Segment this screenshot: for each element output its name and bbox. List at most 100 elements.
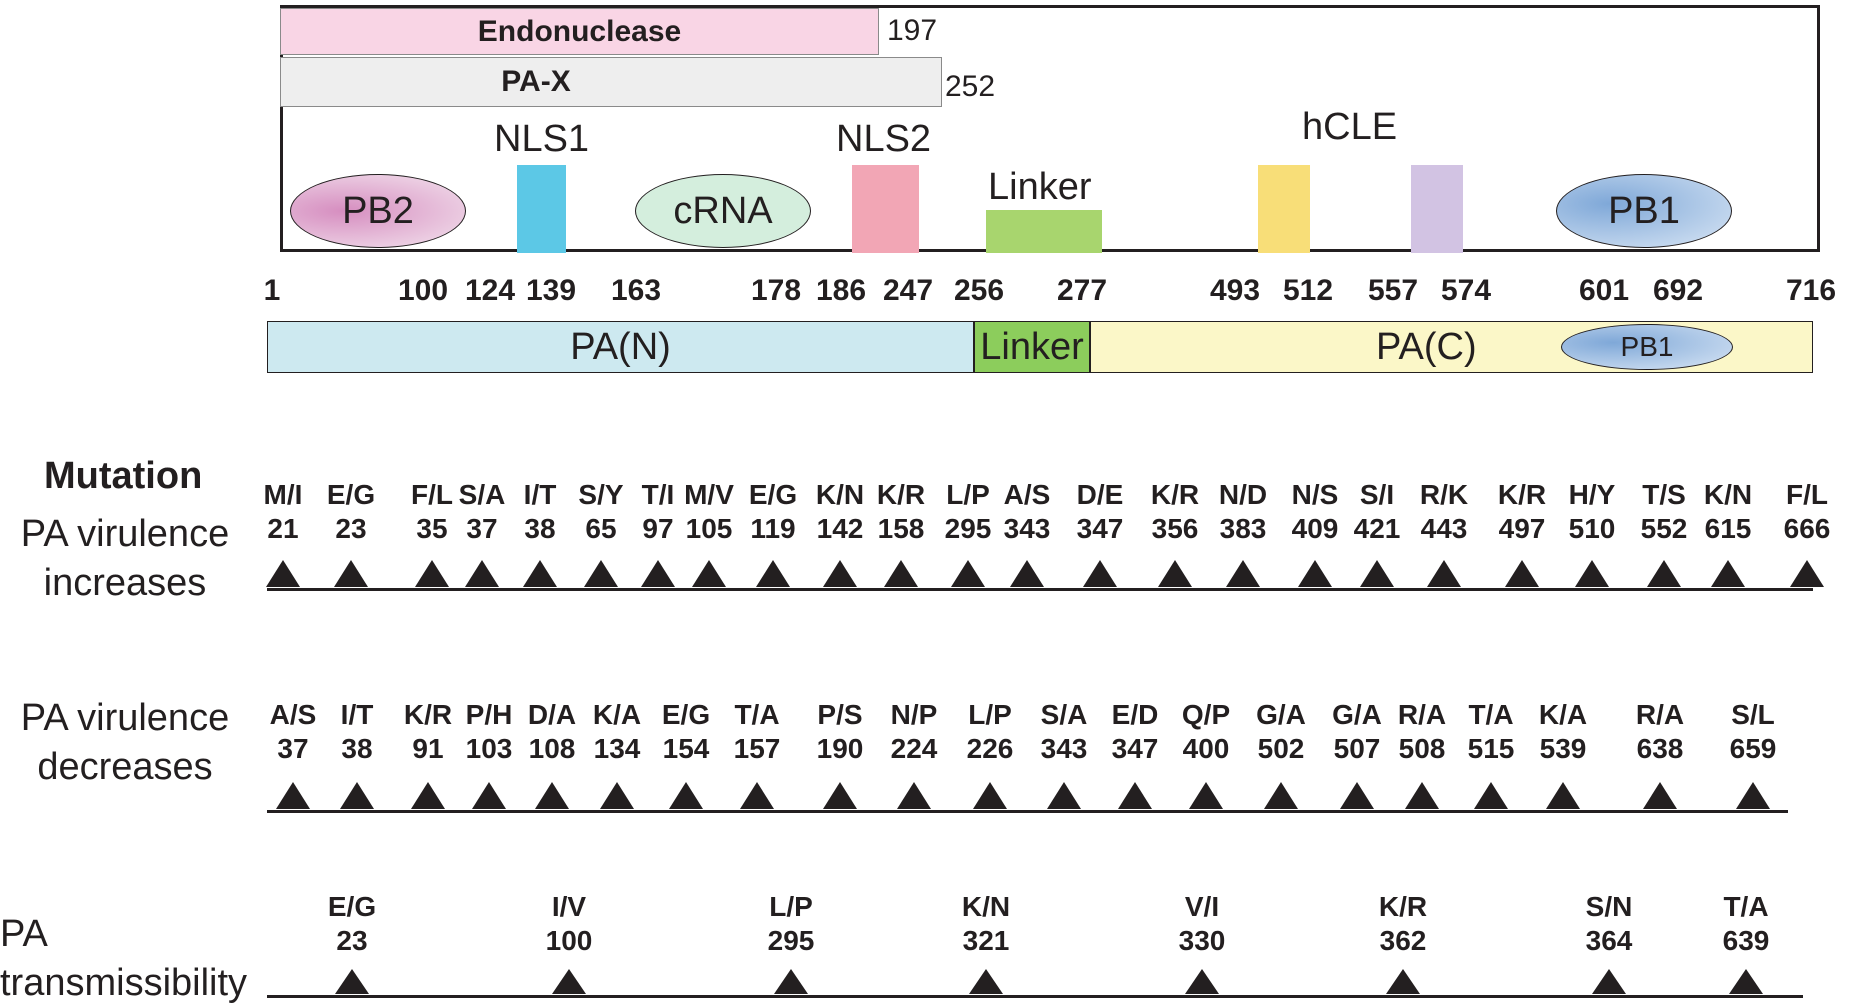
mutation-marker-triangle (1226, 560, 1260, 587)
linker-segment: Linker (974, 321, 1090, 373)
mutation-marker-triangle (1047, 782, 1081, 809)
mutation-marker-triangle (1386, 969, 1420, 994)
mutation-position: 134 (593, 732, 641, 764)
mutation-position: 108 (528, 732, 576, 764)
position-label: 247 (882, 274, 934, 307)
mutation-substitution: S/L (1731, 699, 1775, 730)
mutation-marker-triangle (1405, 782, 1439, 809)
position-label: 512 (1282, 274, 1334, 307)
mutation-marker-triangle (1185, 969, 1219, 994)
mutation-position: 37 (277, 732, 309, 764)
mutation-substitution: L/P (968, 699, 1012, 730)
mutation-marker-triangle (823, 560, 857, 587)
mutation-substitution: E/G (661, 699, 711, 730)
mutation-marker-triangle (897, 782, 931, 809)
mutation-substitution: K/N (815, 479, 865, 510)
row-label-transmissibility: PA transmissibility (0, 910, 247, 1007)
crna-label: cRNA (673, 189, 773, 232)
hcle-label: hCLE (1302, 106, 1398, 148)
mutation-position: 539 (1539, 732, 1587, 764)
mutation-substitution: I/T (523, 479, 557, 510)
mutation-substitution: M/I (263, 479, 303, 510)
row-label-line1: PA virulence (20, 513, 230, 555)
mutation-position: 639 (1722, 924, 1770, 956)
position-label: 1 (263, 274, 281, 307)
mutation-marker-triangle (523, 560, 557, 587)
nls1-block (517, 165, 566, 253)
pb1-bar-label: PB1 (1620, 331, 1674, 362)
mutation-position: 330 (1178, 924, 1226, 956)
mutation-substitution: F/L (1786, 479, 1828, 510)
mutation-position: 343 (1003, 512, 1051, 544)
mutation-substitution: K/R (1497, 479, 1547, 510)
mutation-position: 23 (336, 924, 368, 956)
mutation-position: 362 (1379, 924, 1427, 956)
mutation-position: 615 (1704, 512, 1752, 544)
mutation-substitution: V/I (1184, 891, 1220, 922)
mutation-marker-triangle (1158, 560, 1192, 587)
mutation-position: 97 (642, 512, 674, 544)
mutation-position: 347 (1111, 732, 1159, 764)
pa-n-label: PA(N) (570, 325, 671, 368)
mutation-position: 103 (465, 732, 513, 764)
mutation-substitution: G/A (1332, 699, 1382, 730)
mutation-position: 421 (1353, 512, 1401, 544)
mutation-substitution: E/G (327, 891, 377, 922)
mutation-marker-triangle (266, 560, 300, 587)
nls2-label: NLS2 (836, 118, 932, 160)
mutation-marker-triangle (1711, 560, 1745, 587)
mutation-position: 157 (733, 732, 781, 764)
crna-binding-ellipse: cRNA (635, 174, 811, 248)
mutation-position: 666 (1783, 512, 1831, 544)
mutation-substitution: A/S (1003, 479, 1051, 510)
mutation-marker-triangle (1189, 782, 1223, 809)
mutation-marker-triangle (1729, 969, 1763, 994)
mutation-substitution: K/N (1703, 479, 1753, 510)
mutation-position: 510 (1568, 512, 1616, 544)
mutation-marker-triangle (1118, 782, 1152, 809)
mutation-position: 100 (545, 924, 593, 956)
mutation-marker-triangle (669, 782, 703, 809)
mutation-substitution: T/A (1468, 699, 1514, 730)
pb1-label: PB1 (1608, 189, 1680, 232)
mutation-substitution: I/T (340, 699, 374, 730)
mutation-marker-triangle (415, 560, 449, 587)
mutation-marker-triangle (641, 560, 675, 587)
mutation-substitution: D/A (527, 699, 577, 730)
mutation-marker-triangle (756, 560, 790, 587)
position-label: 178 (750, 274, 802, 307)
mutation-substitution: Q/P (1181, 699, 1231, 730)
position-label: 256 (953, 274, 1005, 307)
mutation-marker-triangle (740, 782, 774, 809)
row-label-line2: increases (43, 561, 207, 604)
mutation-position: 400 (1182, 732, 1230, 764)
mutation-substitution: K/R (876, 479, 926, 510)
mutation-marker-triangle (1643, 782, 1677, 809)
mutation-substitution: N/S (1291, 479, 1339, 510)
mutation-position: 65 (585, 512, 617, 544)
linker-label: Linker (980, 325, 1084, 368)
position-label: 139 (525, 274, 577, 307)
mutation-substitution: L/P (769, 891, 813, 922)
mutation-substitution: S/A (458, 479, 506, 510)
mutation-position: 142 (816, 512, 864, 544)
mutation-position: 502 (1257, 732, 1305, 764)
mutation-substitution: K/R (1378, 891, 1428, 922)
